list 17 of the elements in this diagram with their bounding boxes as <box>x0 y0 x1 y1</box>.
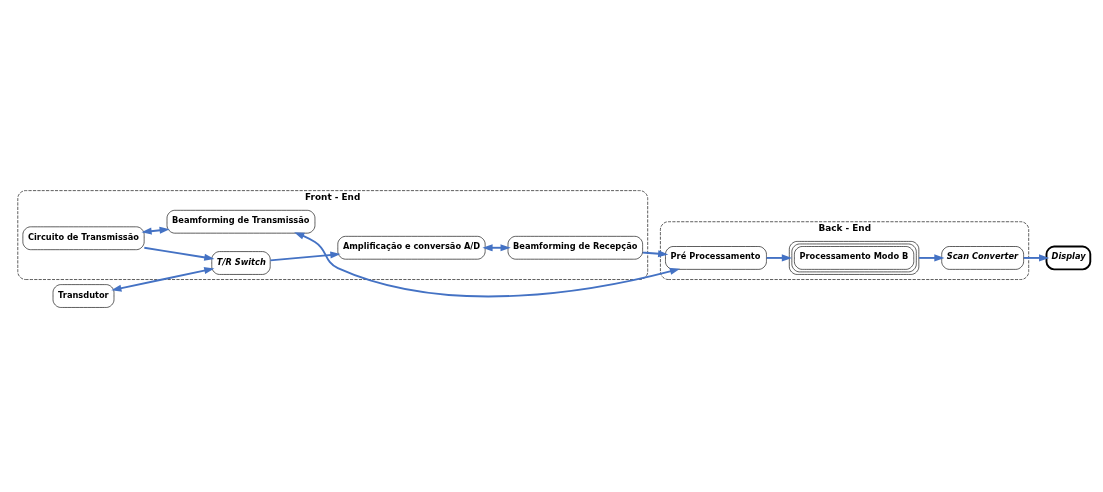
node-box: Circuito de Transmissão <box>22 226 145 250</box>
arrow <box>143 246 215 261</box>
arrow <box>269 250 341 261</box>
arrow <box>1022 253 1050 261</box>
node-box: Transdutor <box>52 283 115 308</box>
node-box: Amplificação e conversão A/D <box>337 235 486 259</box>
node-box: Beamforming de Transmissão <box>166 209 316 233</box>
arrow <box>641 249 669 257</box>
node-box: Scan Converter <box>941 245 1024 270</box>
node-box: Beamforming de Recepção <box>507 235 643 259</box>
node-box: Pré Processamento <box>665 245 767 270</box>
arrow <box>765 253 792 261</box>
node-box: T/R Switch <box>211 250 271 275</box>
arrow <box>294 231 681 297</box>
node-box: Display <box>1045 245 1092 270</box>
arrow <box>917 253 945 261</box>
arrow <box>111 266 215 292</box>
